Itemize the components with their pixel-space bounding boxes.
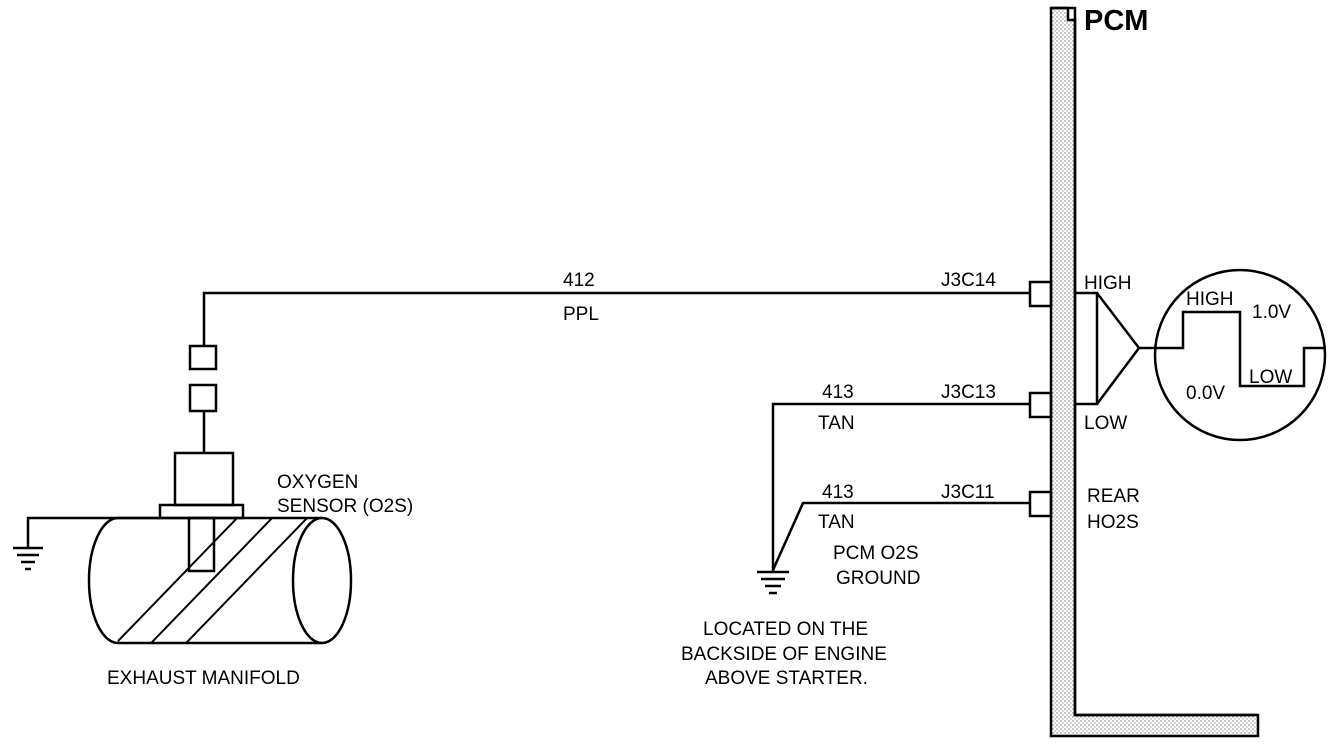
sensor-ground-icon bbox=[13, 516, 160, 571]
rear-ho2s-line2: HO2S bbox=[1087, 512, 1139, 533]
waveform-low-label: LOW bbox=[1249, 367, 1292, 388]
wire-413-tan-j3c13: 413 TAN bbox=[771, 382, 1030, 570]
ground-location-line3: ABOVE STARTER. bbox=[705, 668, 868, 689]
exhaust-manifold-label: EXHAUST MANIFOLD bbox=[107, 668, 300, 689]
exhaust-manifold: EXHAUST MANIFOLD bbox=[87, 516, 353, 689]
rear-ho2s-line1: REAR bbox=[1087, 486, 1140, 507]
connector-upper bbox=[188, 344, 218, 371]
wire-413a-color: TAN bbox=[818, 413, 855, 434]
manifold-hatching bbox=[114, 518, 311, 643]
waveform-high-label: HIGH bbox=[1186, 289, 1234, 310]
sensor-flange bbox=[158, 503, 245, 520]
connector-lower bbox=[188, 383, 218, 413]
pcm-input-comparator: HIGH LOW REAR HO2S bbox=[1075, 273, 1155, 533]
sensor-label-line1: OXYGEN bbox=[277, 472, 358, 493]
ground-location-line2: BACKSIDE OF ENGINE bbox=[681, 644, 887, 665]
sensor-connector bbox=[188, 332, 218, 453]
ground-name-line1: PCM O2S bbox=[833, 543, 919, 564]
pin-j3c13-label: J3C13 bbox=[941, 382, 996, 403]
ground-location-line1: LOCATED ON THE bbox=[703, 619, 868, 640]
sensor-probe bbox=[187, 516, 216, 573]
waveform-min-voltage: 0.0V bbox=[1186, 383, 1225, 404]
wire-413b-number: 413 bbox=[822, 482, 854, 503]
pin-j3c14-label: J3C14 bbox=[941, 270, 996, 291]
pcm-input-low: LOW bbox=[1084, 413, 1127, 434]
pcm-ground-icon bbox=[757, 570, 789, 595]
pcm-input-high: HIGH bbox=[1084, 273, 1132, 294]
wire-413-tan-j3c11: 413 TAN bbox=[771, 482, 1030, 571]
signal-waveform: HIGH 1.0V LOW 0.0V bbox=[1153, 268, 1327, 442]
wire-412-color: PPL bbox=[563, 304, 599, 325]
wire-413a-number: 413 bbox=[822, 382, 854, 403]
wire-412-number: 412 bbox=[563, 270, 595, 291]
pin-j3c11-label: J3C11 bbox=[941, 482, 995, 503]
wire-412-ppl: 412 PPL bbox=[202, 270, 1030, 332]
pcm-title: PCM bbox=[1084, 5, 1148, 37]
pcm-module-edge bbox=[1051, 6, 1258, 717]
pin-j3c11: J3C11 bbox=[941, 482, 1053, 518]
pin-j3c14: J3C14 bbox=[941, 270, 1053, 308]
oxygen-sensor: OXYGEN SENSOR (O2S) bbox=[158, 451, 413, 573]
pcm-module-shadow bbox=[1049, 6, 1260, 738]
sensor-label-line2: SENSOR (O2S) bbox=[277, 496, 413, 517]
pcm-module: PCM bbox=[1049, 5, 1260, 738]
waveform-max-voltage: 1.0V bbox=[1252, 302, 1291, 323]
ground-name-line2: GROUND bbox=[836, 568, 920, 589]
wire-413b-color: TAN bbox=[818, 512, 855, 533]
sensor-body bbox=[173, 451, 235, 507]
pin-j3c13: J3C13 bbox=[941, 382, 1053, 419]
